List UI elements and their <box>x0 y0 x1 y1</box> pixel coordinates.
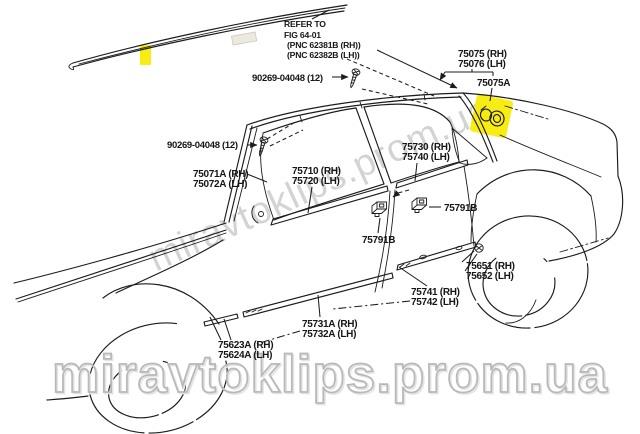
label-roof-drip-lh: 75076 (LH) <box>458 59 506 70</box>
rear-wheel <box>467 169 597 329</box>
clip-icon-right <box>411 197 427 213</box>
vehicle-line-art <box>13 4 624 434</box>
label-front-lower-lh: 75732A (LH) <box>302 329 356 340</box>
label-screw-front: 90269-04048 (12) <box>167 140 238 151</box>
note-line-4: (PNC 62382B (LH)) <box>287 50 360 60</box>
front-wheel <box>88 283 228 434</box>
label-screw-top: 90269-04048 (12) <box>252 73 323 84</box>
hood-fender-lines <box>13 222 227 401</box>
roofline <box>246 92 464 126</box>
quarter-window <box>451 92 498 165</box>
roof-drip-rail <box>249 96 462 130</box>
rear-lower-moulding <box>396 241 484 271</box>
label-rocker-lh: 75624A (LH) <box>218 350 272 361</box>
label-rear-belt-rh: 75730 (RH) <box>402 142 451 153</box>
label-front-lower-rh: 75731A (RH) <box>302 319 357 330</box>
watermark-bottom-emboss: miravtoklips.prom.ua <box>54 347 610 406</box>
label-windshield-rh: 75071A (RH) <box>193 169 248 180</box>
roof-drip-clip-icon <box>479 105 505 127</box>
label-roof-drip-clip: 75075A <box>477 78 510 89</box>
clip-icon-left <box>371 201 387 217</box>
label-belt-clip-left: 75791B <box>362 235 395 246</box>
front-belt-moulding <box>270 185 389 226</box>
label-rear-lower-lh: 75742 (LH) <box>411 297 459 308</box>
label-windshield-lh: 75072A (LH) <box>193 179 247 190</box>
label-front-belt-lh: 75720 (LH) <box>292 176 340 187</box>
front-lower-moulding <box>242 272 394 318</box>
watermark-bottom-outline: miravtoklips.prom.ua <box>52 345 608 404</box>
label-front-belt-rh: 75710 (RH) <box>292 166 341 177</box>
rear-door-window <box>363 103 460 184</box>
label-rocker-rh: 75623A (RH) <box>218 340 273 351</box>
roof-drip-moulding-part <box>68 4 348 71</box>
rear-end-clip <box>474 243 484 253</box>
label-roof-drip-rh: 75075 (RH) <box>458 49 507 60</box>
note-line-2: FIG 64-01 <box>284 30 321 40</box>
watermark-bottom: miravtoklips.prom.ua miravtoklips.prom.u… <box>51 344 610 406</box>
roof-joint-ticks <box>299 93 426 123</box>
label-rear-belt-lh: 75740 (LH) <box>402 152 450 163</box>
label-belt-clip-right: 75791B <box>444 203 477 214</box>
label-rear-lower-rh: 75741 (RH) <box>411 287 460 298</box>
rear-belt-moulding <box>395 159 469 189</box>
part-labels: REFER TO FIG 64-01 (PNC 62381B (RH)) (PN… <box>167 19 515 361</box>
callout-lines <box>209 9 494 345</box>
note-line-1: REFER TO <box>284 19 326 29</box>
label-rear-end-clip-lh: 75652 (LH) <box>466 271 514 282</box>
note-line-3: (PNC 62381B (RH)) <box>287 40 361 50</box>
faded-highlight-rect <box>231 31 258 46</box>
label-rear-end-clip-rh: 75651 (RH) <box>466 261 515 272</box>
rocker-moulding-segment <box>203 313 239 327</box>
screw-icon-top <box>346 67 362 90</box>
trunk-rear-end <box>462 92 624 262</box>
